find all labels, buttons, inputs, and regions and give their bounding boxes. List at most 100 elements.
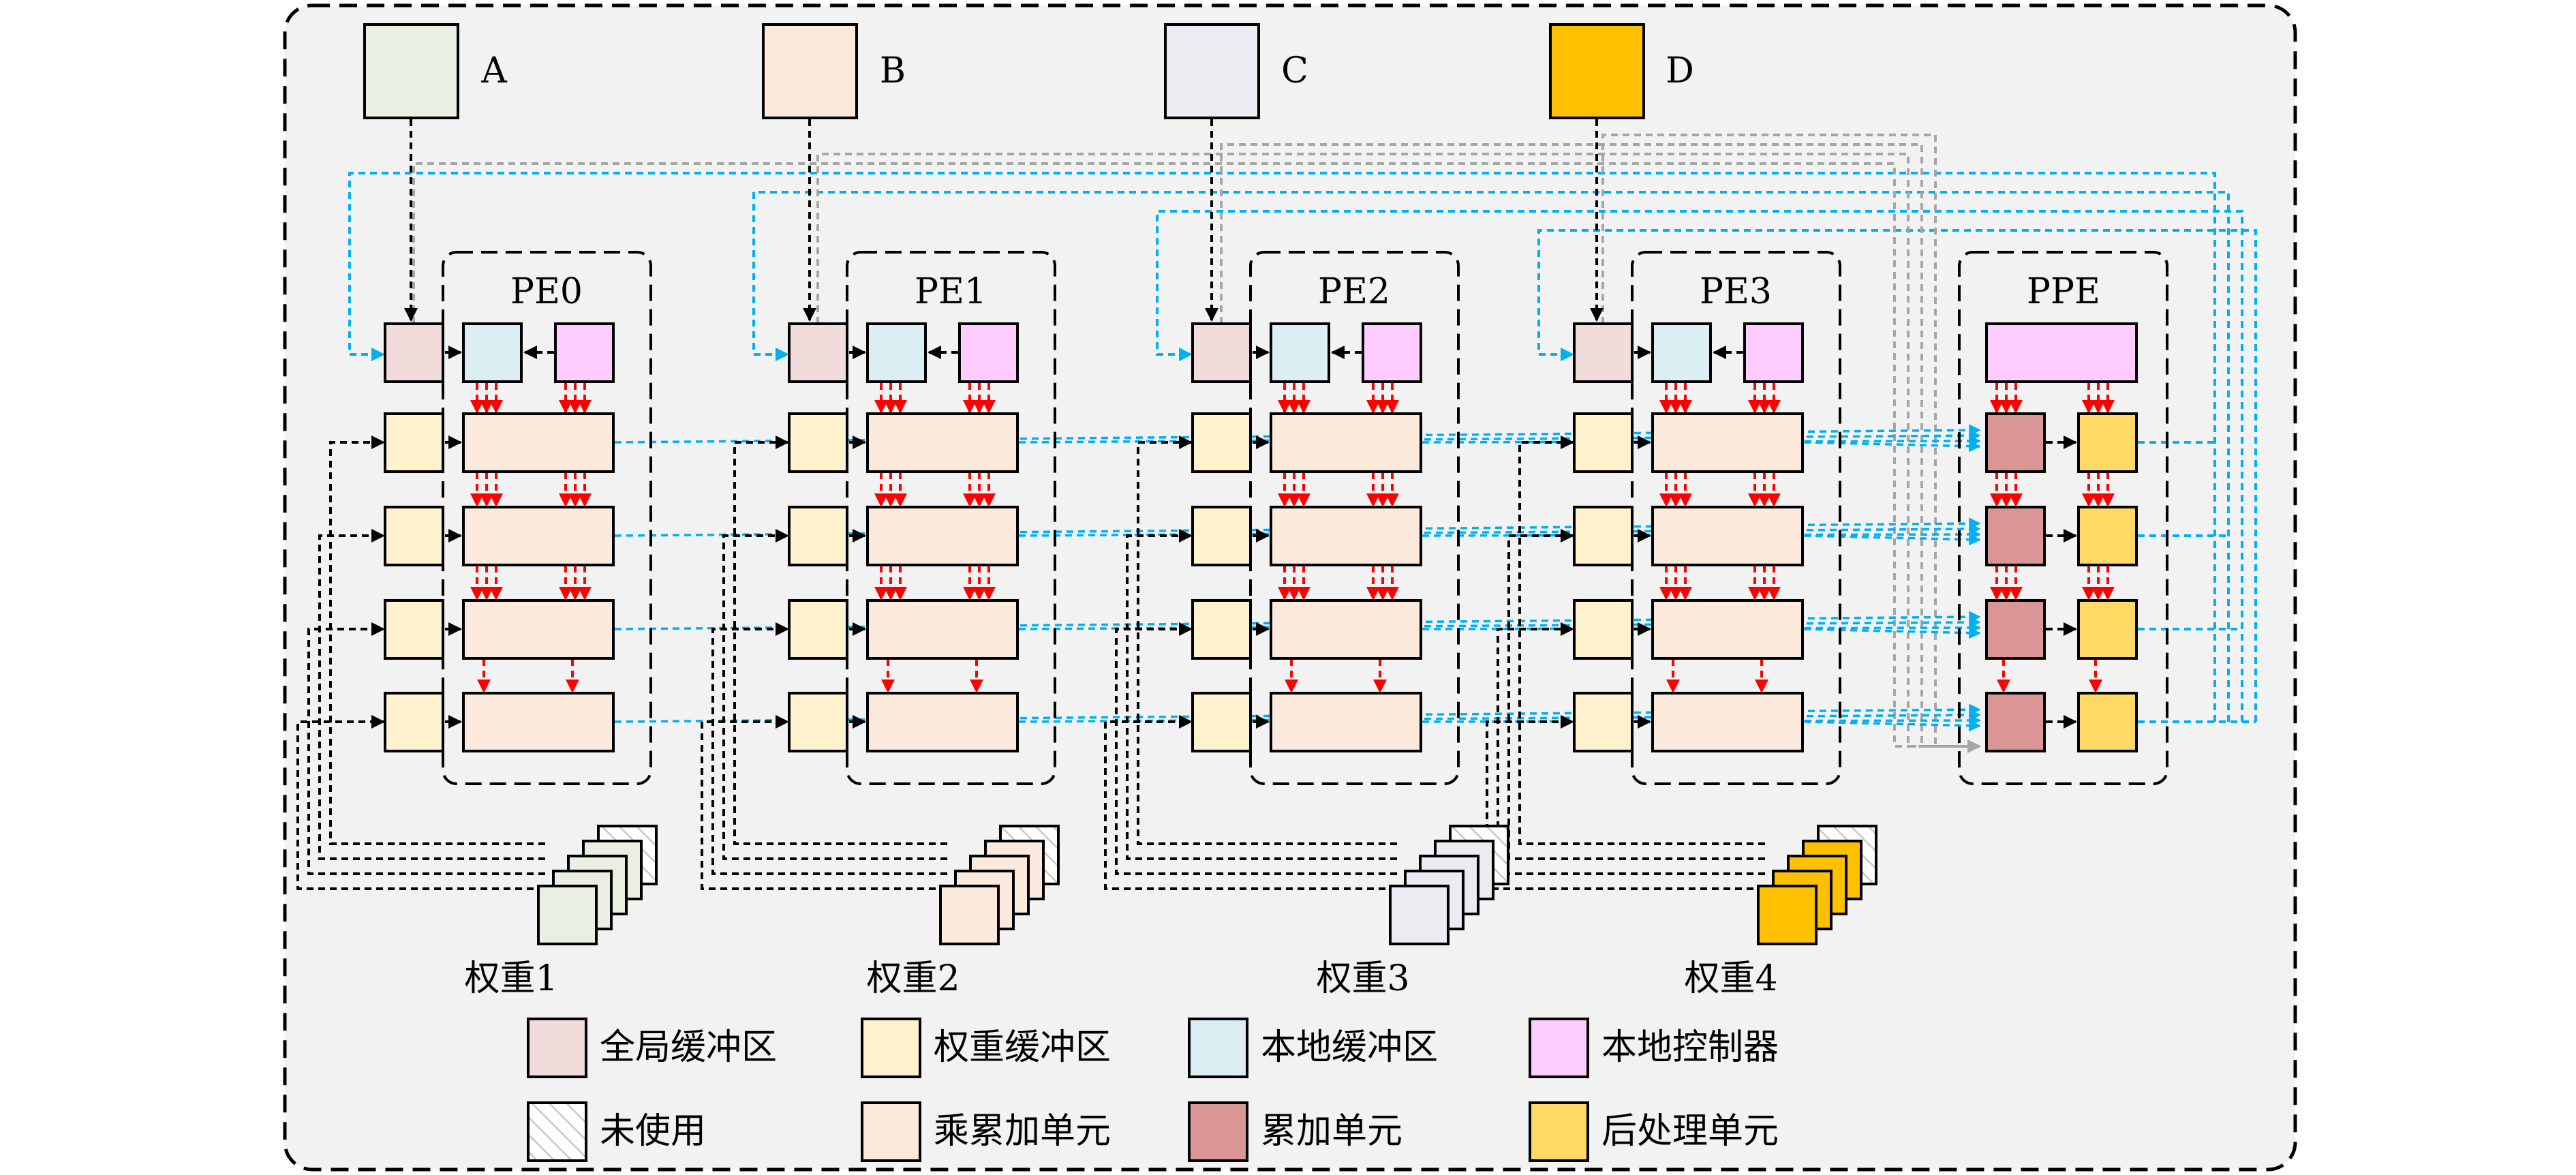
weight-feed-line-1-0 [733, 436, 947, 845]
post-processor-unit-3 [2077, 692, 2138, 752]
mac-to-ppe-line-1-0 [1018, 429, 1981, 444]
mac-unit-2-0 [1270, 412, 1422, 473]
legend-swatch-1 [861, 1018, 921, 1078]
mac-to-ppe-line-3-0 [1803, 440, 1981, 453]
mac-to-ppe-line-3-2 [1803, 626, 1981, 639]
input-box-c [1164, 23, 1260, 119]
weight-label-3: 权重4 [1684, 958, 1777, 999]
component-boxes [363, 23, 2168, 1162]
input-box-d [1549, 23, 1645, 119]
ppe-controller [1985, 322, 2138, 383]
weight-buffer-0-2 [384, 599, 444, 660]
blue-feedback-line-1 [752, 191, 2230, 722]
global-buffer-3 [1573, 322, 1634, 383]
global-buffer-0 [384, 322, 444, 383]
weight-buffer-0-3 [384, 692, 444, 752]
input-label-b: B [880, 50, 906, 91]
gray-route-line-3 [1601, 134, 1981, 753]
mac-unit-2-3 [1270, 692, 1422, 752]
pe-label-3: PE3 [1700, 271, 1772, 312]
legend-label-5: 乘累加单元 [934, 1111, 1111, 1152]
system-boundary [283, 3, 2297, 1172]
weight-buffer-0-1 [384, 506, 444, 566]
input-box-a [363, 23, 459, 119]
weight-feed-line-0-0 [329, 436, 545, 845]
weight-label-2: 权重3 [1316, 958, 1409, 999]
local-buffer-3 [1651, 322, 1712, 383]
accumulator-unit-3 [1985, 692, 2046, 752]
pe-label-1: PE1 [915, 271, 987, 312]
local-buffer-1 [866, 322, 927, 383]
post-processor-unit-1 [2077, 506, 2138, 566]
mac-unit-1-3 [866, 692, 1019, 752]
mac-to-ppe-line-3-1 [1803, 533, 1981, 546]
input-label-a: A [480, 50, 508, 91]
weight-tile-3-0 [1757, 885, 1818, 945]
mac-unit-3-1 [1651, 506, 1804, 566]
local-controller-0 [554, 322, 615, 383]
weight-feed-line-3-0 [1518, 436, 1765, 845]
weight-buffer-1-2 [788, 599, 848, 660]
accumulator-unit-2 [1985, 599, 2046, 660]
weight-label-0: 权重1 [464, 958, 557, 999]
weight-feed-line-3-3 [1486, 715, 1765, 890]
legend-label-1: 权重缓冲区 [934, 1027, 1111, 1068]
weight-buffer-2-2 [1191, 599, 1252, 660]
mac-unit-1-1 [866, 506, 1019, 566]
weight-feed-line-2-1 [1126, 529, 1397, 860]
ppe-label: PPE [2027, 271, 2100, 312]
mac-unit-0-2 [462, 599, 615, 660]
weight-buffer-3-3 [1573, 692, 1634, 752]
legend-swatch-5 [861, 1101, 921, 1162]
weight-feed-line-1-2 [711, 622, 947, 875]
local-controller-3 [1743, 322, 1804, 383]
weight-feed-line-1-1 [722, 529, 947, 860]
weight-feed-line-0-3 [296, 715, 545, 890]
mac-unit-0-1 [462, 506, 615, 566]
local-controller-2 [1362, 322, 1422, 383]
legend-swatch-6 [1188, 1101, 1248, 1162]
legend-swatch-3 [1529, 1018, 1589, 1078]
accumulator-unit-1 [1985, 506, 2046, 566]
weight-feed-line-2-3 [1104, 715, 1397, 890]
blue-feedback-line-0 [348, 172, 2216, 722]
local-buffer-2 [1270, 322, 1330, 383]
mac-unit-1-0 [866, 412, 1019, 473]
ppe-frame [1958, 251, 2168, 785]
weight-buffer-3-1 [1573, 506, 1634, 566]
weight-buffer-3-2 [1573, 599, 1634, 660]
legend-label-7: 后处理单元 [1601, 1111, 1779, 1152]
legend-swatch-4 [527, 1101, 587, 1162]
post-processor-unit-2 [2077, 599, 2138, 660]
mac-unit-1-2 [866, 599, 1019, 660]
pe-label-2: PE2 [1318, 271, 1390, 312]
local-controller-1 [958, 322, 1019, 383]
weight-tile-0-0 [537, 885, 598, 945]
legend-label-3: 本地控制器 [1601, 1027, 1779, 1068]
weight-feed-line-1-3 [701, 715, 947, 890]
weight-buffer-2-1 [1191, 506, 1252, 566]
weight-feed-line-0-1 [318, 529, 545, 860]
global-buffer-2 [1191, 322, 1252, 383]
legend-swatch-2 [1188, 1018, 1248, 1078]
weight-buffer-2-0 [1191, 412, 1252, 473]
weight-buffer-3-0 [1573, 412, 1634, 473]
blue-feedback-line-3 [1537, 229, 2257, 722]
mac-unit-3-0 [1651, 412, 1804, 473]
legend-label-6: 累加单元 [1261, 1111, 1402, 1152]
local-buffer-0 [462, 322, 523, 383]
input-label-d: D [1666, 50, 1694, 91]
mac-unit-2-1 [1270, 506, 1422, 566]
accumulator-unit-0 [1985, 412, 2046, 473]
weight-buffer-1-3 [788, 692, 848, 752]
mac-unit-0-3 [462, 692, 615, 752]
input-label-c: C [1281, 50, 1308, 91]
weight-feed-line-2-2 [1115, 622, 1397, 875]
mac-unit-3-2 [1651, 599, 1804, 660]
weight-feed-line-3-2 [1497, 622, 1765, 875]
weight-buffer-1-1 [788, 506, 848, 566]
weight-feed-line-2-0 [1137, 436, 1397, 845]
legend-label-2: 本地缓冲区 [1261, 1027, 1438, 1068]
